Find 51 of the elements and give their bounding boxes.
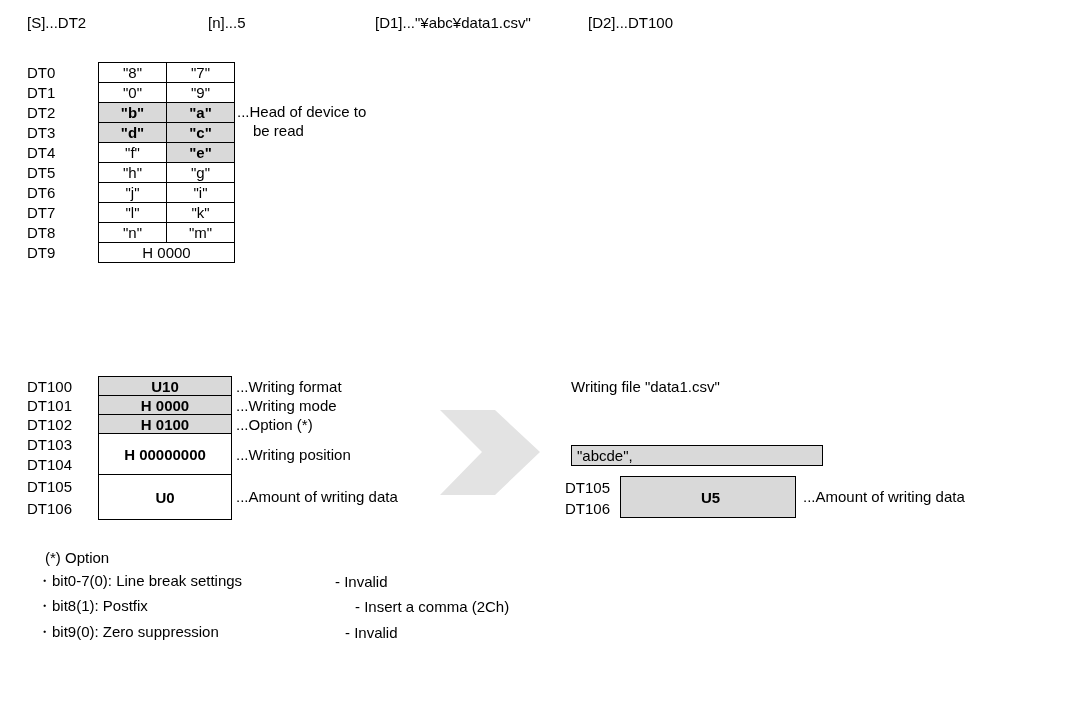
label-text: [D2]...DT100	[588, 12, 675, 32]
label-text: [n]...5	[208, 12, 247, 32]
label-text: DT106	[27, 498, 74, 518]
label-text: DT105	[27, 476, 74, 496]
value-box: U5	[620, 476, 796, 518]
label-text: DT105	[565, 477, 612, 497]
label-text: ・bit9(0): Zero suppression	[37, 622, 220, 642]
label-text: [D1]..."¥abc¥data1.csv"	[375, 12, 532, 32]
label-text: DT104	[27, 454, 74, 474]
label-text: DT1	[27, 82, 57, 102]
table-cell: H 0100	[98, 414, 232, 434]
label-text: ...Writing mode	[236, 395, 338, 415]
label-text: DT101	[27, 395, 74, 415]
label-text: ...Writing position	[236, 444, 352, 464]
label-text: DT5	[27, 162, 57, 182]
label-text: - Invalid	[345, 622, 399, 642]
table-cell: "7"	[166, 62, 235, 83]
table-cell: H 00000000	[98, 433, 232, 475]
label-text: (*) Option	[45, 547, 111, 567]
table-cell: "e"	[166, 142, 235, 163]
label-text: Writing file "data1.csv"	[571, 376, 721, 396]
table-cell: H 0000	[98, 395, 232, 415]
label-text: DT7	[27, 202, 57, 222]
label-text: ・bit8(1): Postfix	[37, 596, 149, 616]
table-cell: "8"	[98, 62, 167, 83]
label-text: DT103	[27, 434, 74, 454]
table-cell: U0	[98, 474, 232, 520]
label-text: ...Amount of writing data	[236, 486, 399, 506]
label-text: DT100	[27, 376, 74, 396]
label-text: DT4	[27, 142, 57, 162]
annotation-text: ...Head of device to be read	[237, 102, 368, 141]
label-text: DT6	[27, 182, 57, 202]
label-text: [S]...DT2	[27, 12, 88, 32]
label-text: DT0	[27, 62, 57, 82]
label-text: - Insert a comma (2Ch)	[355, 596, 511, 616]
label-text: DT9	[27, 242, 57, 262]
table-cell: "c"	[166, 122, 235, 143]
label-text: DT102	[27, 414, 74, 434]
label-text: DT106	[565, 498, 612, 518]
label-text: DT8	[27, 222, 57, 242]
label-text: ・bit0-7(0): Line break settings	[37, 571, 244, 591]
table-cell: "a"	[166, 102, 235, 123]
label-text: ...Option (*)	[236, 414, 314, 434]
table-cell: U10	[98, 376, 232, 396]
label-text: ...Writing format	[236, 376, 343, 396]
label-text: - Invalid	[335, 571, 389, 591]
value-box: "abcde",	[571, 445, 823, 466]
label-text: ...Amount of writing data	[803, 486, 966, 506]
label-text: DT3	[27, 122, 57, 142]
label-text: DT2	[27, 102, 57, 122]
table-cell: H 0000	[98, 242, 235, 263]
